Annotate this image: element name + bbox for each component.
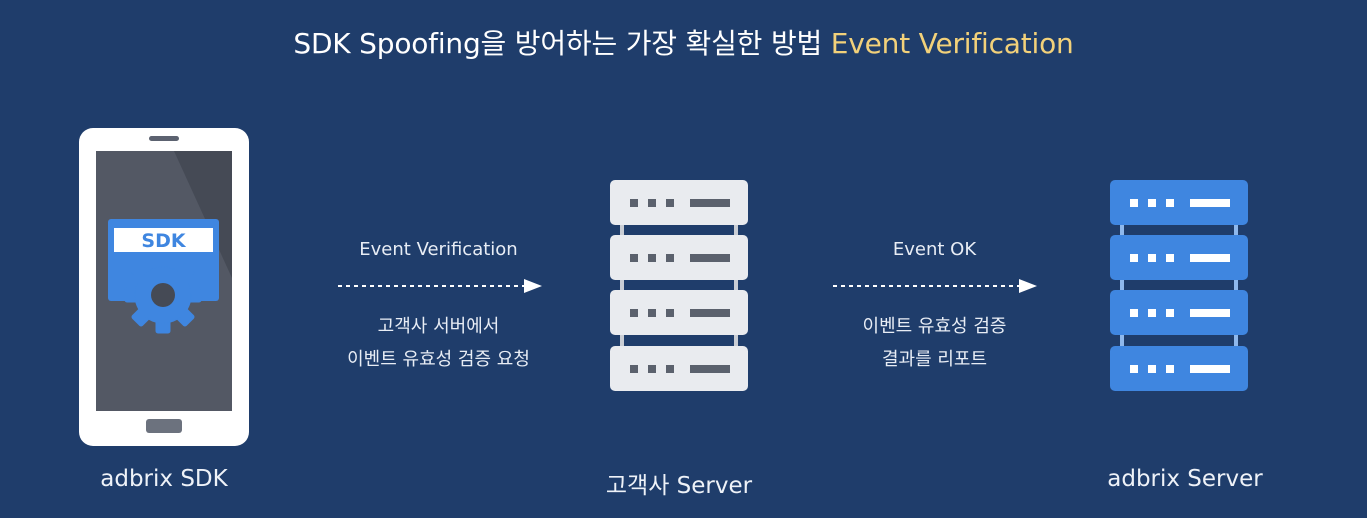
client-server-caption: 고객사 Server xyxy=(605,473,753,499)
arrow2-description: 이벤트 유효성 검증 결과를 리포트 xyxy=(812,310,1057,376)
arrow1-desc-line1: 고객사 서버에서 xyxy=(377,316,500,337)
arrow1-desc-line2: 이벤트 유효성 검증 요청 xyxy=(347,349,530,370)
smartphone-icon: SDK xyxy=(79,128,249,446)
server-stack-icon xyxy=(1110,180,1248,391)
adbrix-server-illustration xyxy=(1110,180,1248,392)
arrow2-label: Event OK xyxy=(892,239,977,260)
phone-illustration: SDK xyxy=(79,128,249,446)
server-stack-icon xyxy=(610,180,748,391)
phone-caption: adbrix SDK xyxy=(100,466,228,492)
title-highlight: Event Verification xyxy=(830,27,1074,60)
arrow2-desc-line1: 이벤트 유효성 검증 xyxy=(862,316,1007,337)
sdk-module: SDK xyxy=(108,219,219,334)
arrow2-dashed-arrow xyxy=(833,277,1039,295)
arrow1-label: Event Verification xyxy=(359,239,518,260)
client-server-illustration xyxy=(610,180,748,392)
gear-icon xyxy=(124,256,202,334)
adbrix-server-caption: adbrix Server xyxy=(1107,466,1263,492)
arrow1-description: 고객사 서버에서 이벤트 유효성 검증 요청 xyxy=(316,310,561,376)
arrow2-desc-line2: 결과를 리포트 xyxy=(881,349,988,370)
sdk-badge-text: SDK xyxy=(141,230,186,252)
arrow1-dashed-arrow xyxy=(338,277,544,295)
page-title: SDK Spoofing을 방어하는 가장 확실한 방법 Event Verif… xyxy=(0,22,1367,62)
title-main: SDK Spoofing을 방어하는 가장 확실한 방법 xyxy=(293,27,823,60)
